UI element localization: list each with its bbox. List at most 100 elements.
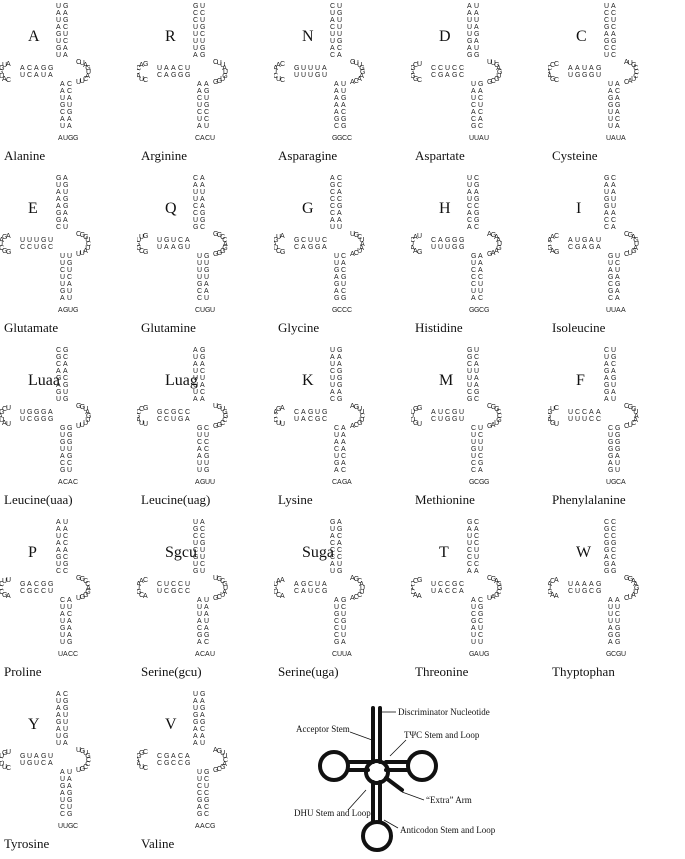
base-letter: U	[204, 260, 209, 267]
base-letter: C	[334, 446, 339, 453]
base-letter: U	[337, 17, 342, 24]
base-letter: A	[63, 526, 68, 533]
base-letter: A	[67, 783, 72, 790]
base-letter: A	[621, 135, 626, 142]
base-letter: A	[347, 651, 352, 658]
base-letter: G	[334, 460, 339, 467]
base-letter: C	[63, 554, 68, 561]
base-letter: A	[56, 726, 61, 733]
base-letter: G	[204, 769, 209, 776]
base-letter: U	[27, 237, 32, 244]
base-letter: G	[337, 396, 342, 403]
base-letter: A	[56, 24, 61, 31]
base-letter: U	[85, 237, 90, 244]
base-letter: G	[200, 210, 205, 217]
base-letter: C	[193, 210, 198, 217]
base-letter: U	[359, 237, 364, 244]
base-letter: C	[63, 540, 68, 547]
base-letter: A	[474, 24, 479, 31]
base-letter: C	[6, 77, 11, 84]
base-letter: G	[575, 72, 580, 79]
base-letter: C	[330, 554, 335, 561]
amino-acid-name: Aspartate	[415, 148, 465, 163]
base-letter: U	[80, 250, 85, 257]
base-letter: U	[357, 248, 362, 255]
base-letter: A	[359, 73, 364, 80]
base-letter: A	[341, 260, 346, 267]
base-letter: C	[274, 413, 277, 420]
amino-acid-code: I	[576, 200, 582, 217]
base-letter: G	[171, 409, 176, 416]
base-letter: U	[56, 740, 61, 747]
base-letter: G	[411, 73, 416, 80]
base-letter: C	[76, 59, 81, 66]
base-letter: G	[604, 382, 609, 389]
base-letter: U	[143, 421, 148, 428]
base-letter: C	[139, 406, 144, 413]
base-letter: G	[330, 519, 335, 526]
amino-acid-name: Serine(gcu)	[141, 664, 202, 679]
base-letter: C	[330, 210, 335, 217]
base-letter: C	[478, 295, 483, 302]
base-letter: C	[334, 618, 339, 625]
base-letter: U	[20, 760, 25, 767]
base-letter: C	[73, 823, 78, 830]
base-letter: U	[608, 618, 613, 625]
base-letter: C	[330, 24, 335, 31]
base-letter: A	[322, 244, 327, 251]
base-letter: A	[582, 581, 587, 588]
base-letter: U	[2, 764, 7, 771]
base-letter: G	[634, 585, 639, 592]
base-letter: C	[334, 425, 339, 432]
base-letter: G	[494, 592, 499, 599]
base-letter: U	[56, 3, 61, 10]
base-letter: U	[20, 416, 25, 423]
base-letter: A	[2, 76, 7, 83]
base-letter: C	[467, 203, 472, 210]
base-letter: C	[471, 425, 476, 432]
base-letter: G	[85, 65, 90, 72]
base-letter: A	[478, 116, 483, 123]
base-letter: G	[474, 210, 479, 217]
base-letter: C	[63, 24, 68, 31]
base-letter: A	[276, 578, 281, 585]
base-letter: G	[471, 123, 476, 130]
base-letter: U	[60, 432, 65, 439]
base-letter: U	[628, 60, 633, 67]
base-letter: A	[171, 65, 176, 72]
base-letter: C	[193, 10, 198, 17]
base-letter: A	[48, 760, 53, 767]
base-letter: G	[359, 65, 364, 72]
base-letter: G	[604, 203, 609, 210]
base-letter: C	[471, 467, 476, 474]
base-letter: G	[217, 748, 222, 755]
base-letter: G	[217, 422, 222, 429]
base-letter: G	[337, 526, 342, 533]
base-letter: C	[6, 765, 11, 772]
base-letter: C	[604, 10, 609, 17]
base-letter: C	[554, 61, 559, 68]
base-letter: A	[56, 519, 61, 526]
base-letter: C	[611, 45, 616, 52]
amino-acid-name: Proline	[4, 664, 42, 679]
base-letter: C	[274, 417, 278, 424]
base-letter: U	[330, 10, 335, 17]
base-letter: G	[608, 274, 613, 281]
base-letter: A	[350, 595, 355, 602]
base-letter: C	[624, 423, 629, 430]
base-letter: A	[67, 625, 72, 632]
base-letter: U	[479, 651, 484, 658]
base-letter: C	[478, 453, 483, 460]
base-letter: U	[467, 382, 472, 389]
base-letter: C	[20, 588, 25, 595]
base-letter: U	[137, 585, 140, 592]
base-letter: A	[359, 581, 364, 588]
base-letter: A	[474, 38, 479, 45]
amino-acid-name: Leucine(uaa)	[4, 492, 73, 507]
